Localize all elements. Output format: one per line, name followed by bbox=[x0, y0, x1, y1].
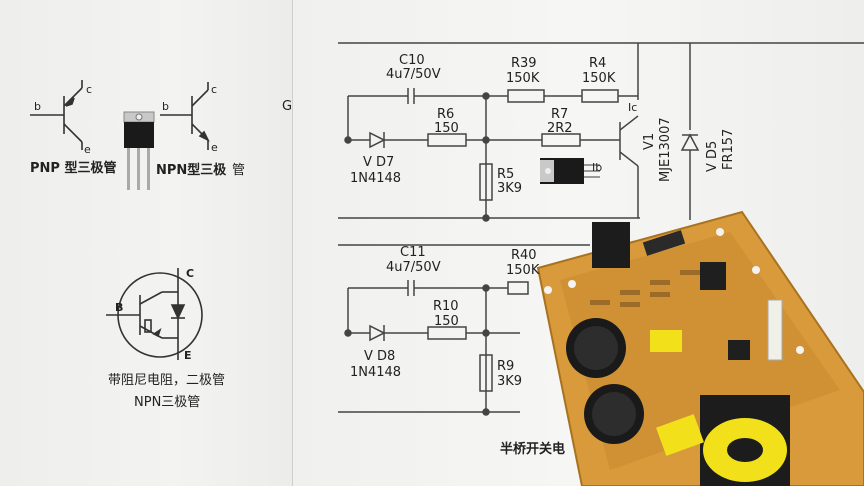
damper-pin-c: C bbox=[186, 267, 195, 280]
pnp-pin-e: e bbox=[84, 143, 91, 156]
pcb-board-photo bbox=[536, 210, 864, 486]
r9-name: R9 bbox=[497, 359, 515, 374]
r7-value: 2R2 bbox=[547, 121, 573, 136]
g-label: G bbox=[282, 99, 293, 114]
ib-label: Ib bbox=[592, 161, 603, 174]
r7-name: R7 bbox=[551, 107, 569, 122]
vd8-name: V D8 bbox=[364, 349, 396, 364]
c10-value: 4u7/50V bbox=[386, 67, 441, 82]
ic-label: Ic bbox=[628, 101, 638, 114]
npn-label: NPN型三极 bbox=[156, 163, 227, 178]
c11-value: 4u7/50V bbox=[386, 260, 441, 275]
v1-name: V1 bbox=[642, 132, 657, 150]
r40-value: 150K bbox=[506, 263, 540, 278]
damper-caption-line1: 带阻尼电阻，二极管 bbox=[108, 373, 226, 388]
r9-value: 3K9 bbox=[497, 374, 523, 389]
r4-value: 150K bbox=[582, 71, 616, 86]
schematic-caption: 半桥开关电 bbox=[500, 442, 566, 457]
vd8-value: 1N4148 bbox=[350, 365, 402, 380]
r10-name: R10 bbox=[433, 299, 459, 314]
to220-transistor-image bbox=[123, 111, 155, 190]
r5-value: 3K9 bbox=[497, 181, 523, 196]
damper-pin-e: E bbox=[184, 349, 192, 362]
r5-name: R5 bbox=[497, 167, 515, 182]
npn-pin-e: e bbox=[211, 141, 218, 154]
r4-name: R4 bbox=[589, 56, 607, 71]
r40-name: R40 bbox=[511, 248, 537, 263]
vd7-value: 1N4148 bbox=[350, 171, 402, 186]
r10-value: 150 bbox=[434, 314, 459, 329]
r39-name: R39 bbox=[511, 56, 537, 71]
r39-value: 150K bbox=[506, 71, 540, 86]
vd5-name: V D5 bbox=[705, 140, 720, 172]
r6-value: 150 bbox=[434, 121, 459, 136]
pnp-transistor-symbol bbox=[30, 80, 83, 150]
npn-pin-c: c bbox=[211, 83, 218, 96]
left-paper-sheet bbox=[0, 0, 292, 486]
v1-value: MJE13007 bbox=[658, 117, 673, 182]
npn-pin-b: b bbox=[162, 100, 169, 113]
pnp-pin-c: c bbox=[86, 83, 93, 96]
half-bridge-schematic bbox=[338, 42, 864, 416]
vd7-name: V D7 bbox=[363, 155, 395, 170]
damper-caption-line2: NPN三极管 bbox=[134, 395, 201, 410]
pnp-label: PNP 型三极管 bbox=[30, 161, 117, 176]
c10-name: C10 bbox=[399, 53, 425, 68]
schematic-transistor-inset bbox=[540, 158, 600, 184]
damper-pin-b: B bbox=[115, 301, 124, 314]
npn-transistor-symbol bbox=[160, 82, 210, 150]
vd5-value: FR157 bbox=[721, 128, 736, 170]
pnp-pin-b: b bbox=[34, 100, 41, 113]
r6-name: R6 bbox=[437, 107, 455, 122]
npn-label-suffix: 管 bbox=[232, 163, 246, 178]
c11-name: C11 bbox=[400, 245, 426, 260]
damper-npn-transistor-symbol bbox=[106, 268, 203, 360]
